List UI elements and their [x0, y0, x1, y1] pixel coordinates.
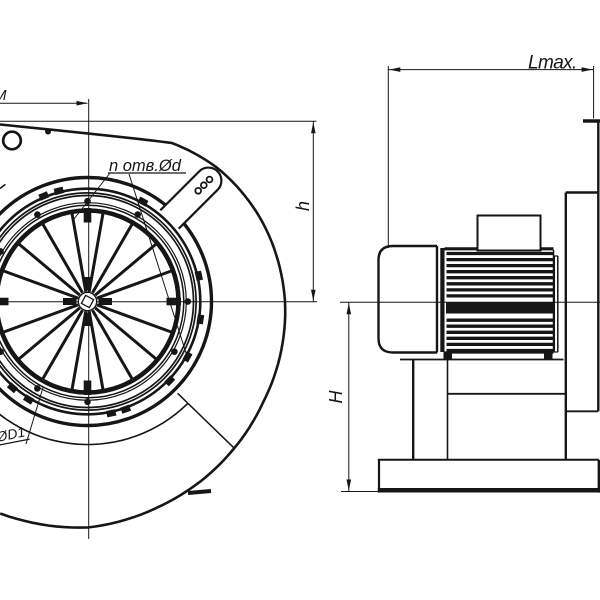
svg-text:ØD1: ØD1 — [0, 424, 26, 445]
svg-text:H: H — [326, 390, 346, 404]
svg-text:M: M — [0, 87, 7, 104]
svg-text:h: h — [293, 201, 313, 211]
svg-text:n отв.Ød: n отв.Ød — [109, 157, 182, 175]
svg-text:Lmax.: Lmax. — [528, 53, 577, 74]
